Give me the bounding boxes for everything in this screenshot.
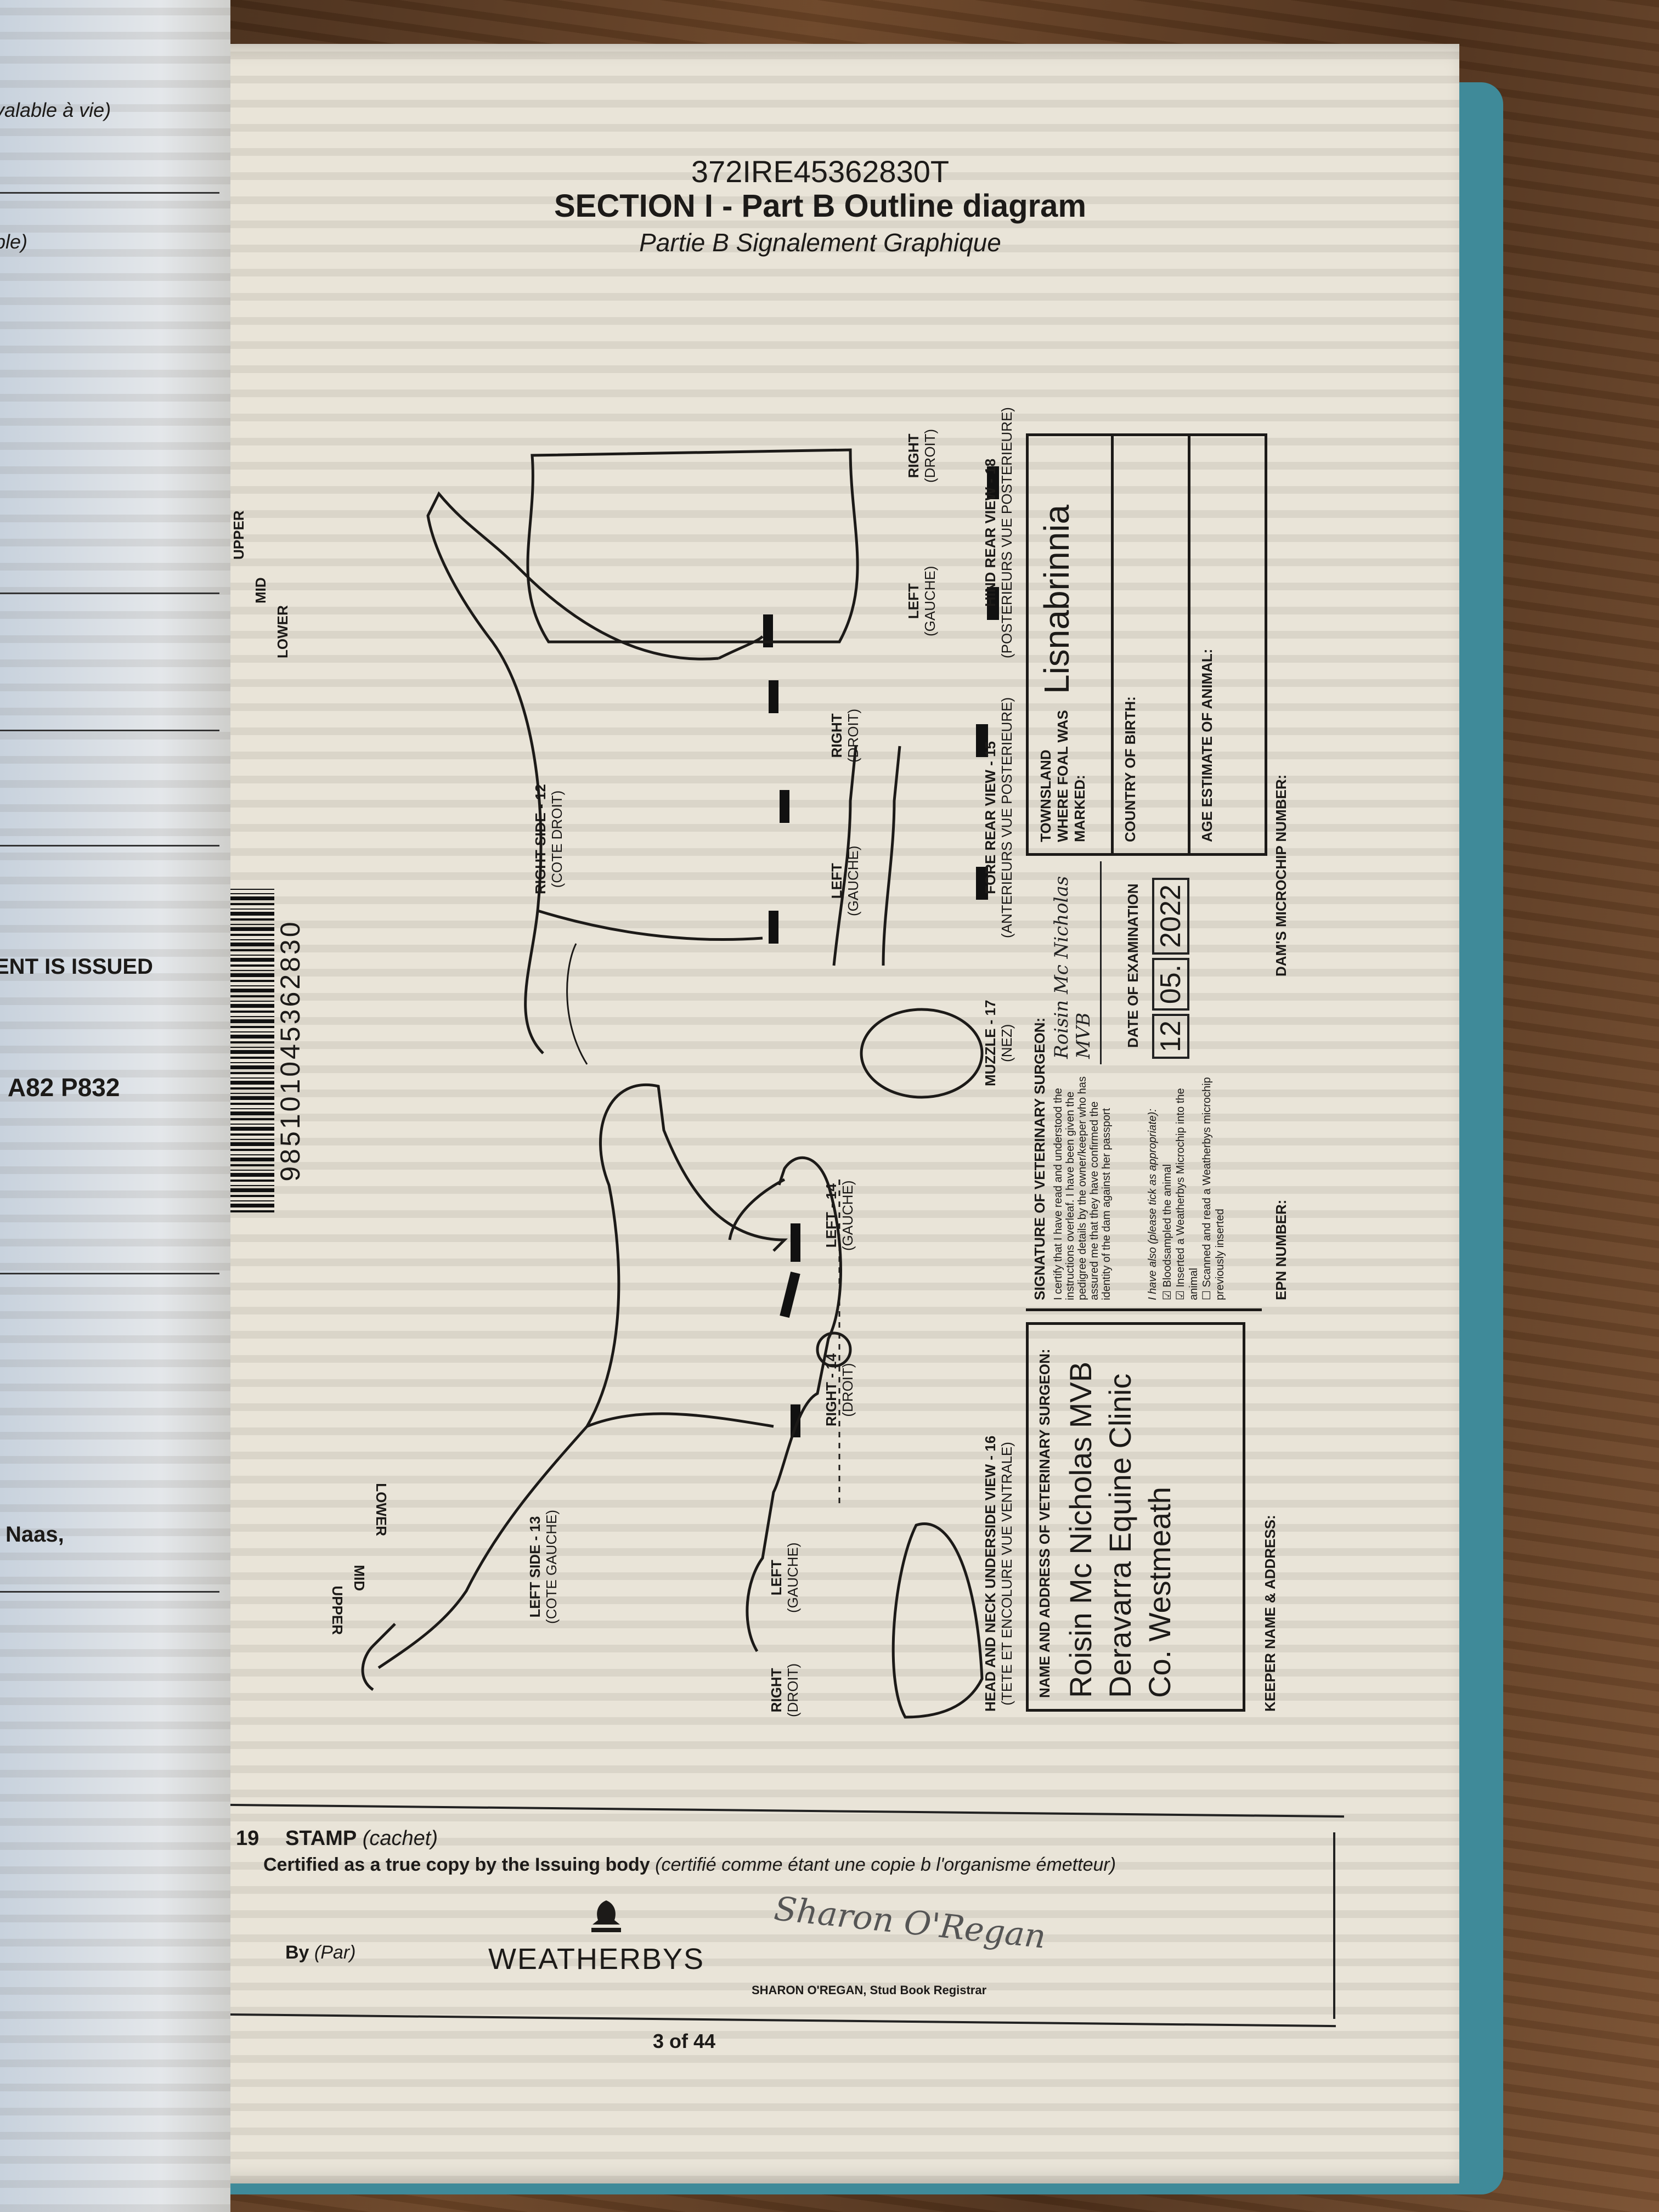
divider — [1188, 436, 1190, 853]
left-page-text: , A82 P832 — [0, 1073, 120, 1102]
label-left-side: LEFT SIDE - 13(COTE GAUCHE) — [527, 1510, 560, 1624]
townsland-section: TOWNSLAND WHERE FOAL WAS MARKED: Lisnabr… — [1026, 433, 1267, 856]
checkbox-label: Scanned and read a Weatherbys microchip … — [1201, 1077, 1226, 1300]
certified-en: Certified as a true copy by the Issuing … — [263, 1854, 650, 1875]
dam-microchip-label: DAM'S MICROCHIP NUMBER: — [1273, 774, 1289, 977]
signatory-name: SHARON O'REGAN, Stud Book Registrar — [752, 1983, 987, 1997]
vet-name-box: NAME AND ADDRESS OF VETERINARY SURGEON: … — [1026, 1322, 1245, 1712]
label-neck-lower-right: LOWER — [274, 605, 291, 658]
weatherbys-crest-icon — [582, 1898, 631, 1937]
checkbox-checked-icon: ☑ — [1161, 1290, 1173, 1300]
label-underside-view: HEAD AND NECK UNDERSIDE VIEW - 16(TETE E… — [982, 1435, 1015, 1712]
page-title: SECTION I - Part B Outline diagram — [554, 188, 1087, 224]
section-number: 19 — [236, 1827, 259, 1850]
label-underside-left: LEFT(GAUCHE) — [768, 1542, 801, 1613]
label-hind-left: LEFT(GAUCHE) — [905, 566, 938, 636]
checkbox-checked-icon: ☑ — [1175, 1290, 1187, 1300]
label-fore-left: LEFT(GAUCHE) — [828, 845, 861, 916]
by-label: By (Par) — [285, 1942, 356, 1963]
age-estimate-label: AGE ESTIMATE OF ANIMAL: — [1199, 648, 1215, 842]
checkbox-bloodsampled[interactable]: ☑ Bloodsampled the animal — [1161, 1070, 1174, 1300]
horse-outline-drawings — [361, 448, 999, 1719]
label-head-left: LEFT - 14(GAUCHE) — [823, 1180, 856, 1251]
hind-rear-legs — [526, 448, 999, 644]
vet-county: Co. Westmeath — [1142, 1487, 1177, 1698]
right-side-horse — [426, 491, 789, 1065]
label-neck-mid: MID — [351, 1565, 368, 1591]
townsland-label: TOWNSLAND WHERE FOAL WAS MARKED: — [1037, 710, 1088, 842]
also-label: I have also (please tick as appropriate)… — [1147, 1108, 1159, 1300]
underside-view — [891, 1522, 984, 1719]
watermark — [0, 0, 230, 2212]
vet-name-address: Roisin Mc Nicholas MVB Deravarra Equine … — [1061, 1325, 1180, 1698]
checkbox-list: ☑ Bloodsampled the animal ☑ Inserted a W… — [1161, 1070, 1227, 1300]
checkbox-label: Inserted a Weatherbys Microchip into the… — [1175, 1088, 1200, 1300]
label-neck-upper-right: UPPER — [230, 510, 247, 560]
vet-name: Roisin Mc Nicholas MVB — [1063, 1361, 1098, 1698]
date-day: 12 — [1152, 1014, 1189, 1059]
muzzle-drawing — [860, 1008, 984, 1099]
vet-signature: Roisin Mc Nicholas MVB — [1051, 876, 1094, 1059]
left-page: valable à vie) ble) ENT IS ISSUED , A82 … — [0, 0, 230, 2212]
fore-rear-legs — [832, 724, 988, 966]
outline-diagram-rotated: 985101045362830 LEFT SIDE - — [219, 407, 1317, 1734]
left-page-text: valable à vie) — [0, 99, 111, 121]
label-fore-right: RIGHT(DROIT) — [828, 708, 861, 763]
page-number: 3 of 44 — [653, 2030, 716, 2052]
label-right-side: RIGHT SIDE - 12(COTE DROIT) — [532, 784, 565, 894]
divider — [1111, 436, 1114, 853]
by-fr: (Par) — [314, 1942, 356, 1963]
label-hind-right: RIGHT(DROIT) — [905, 428, 938, 483]
label-underside-right: RIGHT(DROIT) — [768, 1663, 801, 1717]
left-page-text: ble) — [0, 230, 28, 253]
label-neck-upper: UPPER — [329, 1585, 346, 1635]
keeper-label: KEEPER NAME & ADDRESS: — [1262, 1515, 1278, 1712]
stamp-title-fr: (cachet) — [362, 1827, 438, 1850]
epn-label: EPN NUMBER: — [1273, 1199, 1289, 1300]
label-fore-rear-view: FORE REAR VIEW - 15(ANTERIEURS VUE POSTE… — [982, 697, 1015, 938]
head-front-view — [746, 1156, 852, 1652]
watermark — [181, 44, 1459, 2183]
checkbox-empty-icon: ☐ — [1201, 1290, 1213, 1300]
label-neck-lower: LOWER — [373, 1483, 390, 1536]
date-label: DATE OF EXAMINATION — [1125, 883, 1141, 1048]
left-page-text: Naas, — [5, 1522, 64, 1547]
country-label: COUNTRY OF BIRTH: — [1122, 696, 1138, 842]
date-year: 2022 — [1152, 878, 1189, 955]
label-neck-mid-right: MID — [252, 577, 269, 603]
checkbox-scanned-microchip[interactable]: ☐ Scanned and read a Weatherbys microchi… — [1200, 1070, 1227, 1300]
stamp-heading: STAMP (cachet) — [285, 1827, 438, 1850]
vet-clinic: Deravarra Equine Clinic — [1103, 1373, 1137, 1698]
page-subtitle: Partie B Signalement Graphique — [639, 228, 1001, 257]
checkbox-inserted-microchip[interactable]: ☑ Inserted a Weatherbys Microchip into t… — [1174, 1070, 1200, 1300]
signature-label: SIGNATURE OF VETERINARY SURGEON: — [1031, 1017, 1048, 1300]
date-month: 05. — [1152, 957, 1189, 1011]
date-of-examination: 12 05. 2022 — [1152, 878, 1189, 1059]
certified-text: Certified as a true copy by the Issuing … — [263, 1854, 1116, 1876]
checkbox-label: Bloodsampled the animal — [1161, 1164, 1173, 1288]
passport-id-number: 372IRE45362830T — [691, 154, 950, 189]
vet-name-label: NAME AND ADDRESS OF VETERINARY SURGEON: — [1036, 1348, 1053, 1698]
label-muzzle: MUZZLE - 17(NEZ) — [982, 1000, 1015, 1086]
weatherbys-logo: WEATHERBYS — [488, 1943, 705, 1976]
certify-text: I certify that I have read and understoo… — [1052, 1076, 1113, 1300]
certified-fr: (certifié comme étant une copie b l'orga… — [655, 1854, 1116, 1875]
by-en: By — [285, 1942, 309, 1963]
passport-page: 372IRE45362830T SECTION I - Part B Outli… — [181, 44, 1459, 2183]
stamp-box-edge — [1333, 1832, 1335, 2019]
label-hind-rear-view: HIND REAR VIEW - 18(POSTERIEURS VUE POST… — [982, 407, 1015, 658]
left-side-horse — [361, 1084, 800, 1691]
townsland-value: Lisnabrinnia — [1037, 504, 1076, 694]
signature-line — [1100, 861, 1102, 1064]
label-head-right: RIGHT - 14(DROIT) — [823, 1353, 856, 1426]
stamp-title: STAMP — [285, 1827, 357, 1850]
left-page-text: ENT IS ISSUED — [0, 955, 153, 979]
